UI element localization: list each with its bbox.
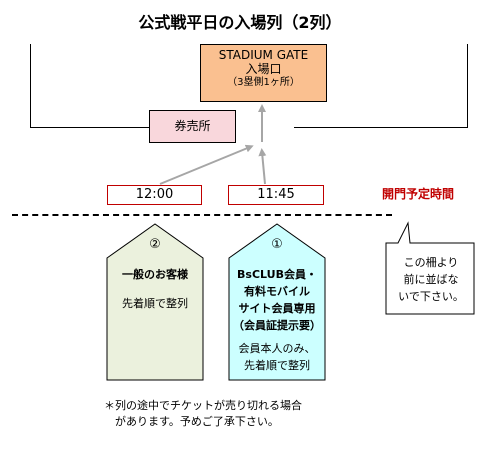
callout-shape xyxy=(385,221,475,315)
wall-left-horizontal xyxy=(30,127,150,128)
gate-line2: 入場口 xyxy=(245,62,282,76)
wall-right-horizontal xyxy=(294,127,468,128)
callout-note: この柵より 前に並ばな いで下さい。 xyxy=(386,254,476,305)
queue-1-shape xyxy=(228,223,326,381)
queue-2-number: ② xyxy=(149,237,161,252)
ticket-office-box: 券売所 xyxy=(149,110,236,143)
queue-2-name: 一般のお客様 xyxy=(122,268,188,281)
time-box-right: 11:45 xyxy=(228,185,324,205)
wall-right-vertical xyxy=(467,44,468,128)
queue-1-number: ① xyxy=(271,237,283,252)
queue-1-name-line: （会員証提示要） xyxy=(233,319,321,332)
queue-2-shape xyxy=(106,223,204,381)
callout-line: この柵より xyxy=(403,256,459,269)
arrow-left-queue xyxy=(159,144,254,185)
queue-1-name-line: BsCLUB会員・ xyxy=(237,268,317,281)
callout-line: 前に並ばな xyxy=(403,273,459,286)
barrier-line xyxy=(12,214,392,216)
arrow-right-queue xyxy=(258,148,267,185)
queue-1-name: BsCLUB会員・ 有料モバイル サイト会員専用 （会員証提示要） xyxy=(229,266,325,334)
gate-open-label: 開門予定時間 xyxy=(382,187,455,201)
gate-line3: （3塁側1ヶ所） xyxy=(227,77,300,88)
queue-1-detail-line: 先着順で整列 xyxy=(244,359,310,372)
callout-line: いで下さい。 xyxy=(398,290,464,303)
queue-1-name-line: 有料モバイル xyxy=(244,285,310,298)
page-title: 公式戦平日の入場列（2列） xyxy=(138,13,342,32)
queue-1-detail-line: 会員本人のみ、 xyxy=(238,342,316,355)
queue-1-name-line: サイト会員専用 xyxy=(238,302,316,315)
stadium-gate-box: STADIUM GATE 入場口 （3塁側1ヶ所） xyxy=(200,44,327,102)
footnote-line: があります。予めご了承下さい。 xyxy=(104,415,279,428)
queue-1-detail: 会員本人のみ、 先着順で整列 xyxy=(229,340,325,374)
queue-2-detail: 先着順で整列 xyxy=(122,297,188,310)
time-box-left: 12:00 xyxy=(107,185,202,205)
footnote-line: ＊列の途中でチケットが売り切れる場合 xyxy=(104,399,302,412)
footnote: ＊列の途中でチケットが売り切れる場合 があります。予めご了承下さい。 xyxy=(104,398,302,430)
gate-line1: STADIUM GATE xyxy=(218,48,309,62)
wall-left-vertical xyxy=(30,44,31,128)
